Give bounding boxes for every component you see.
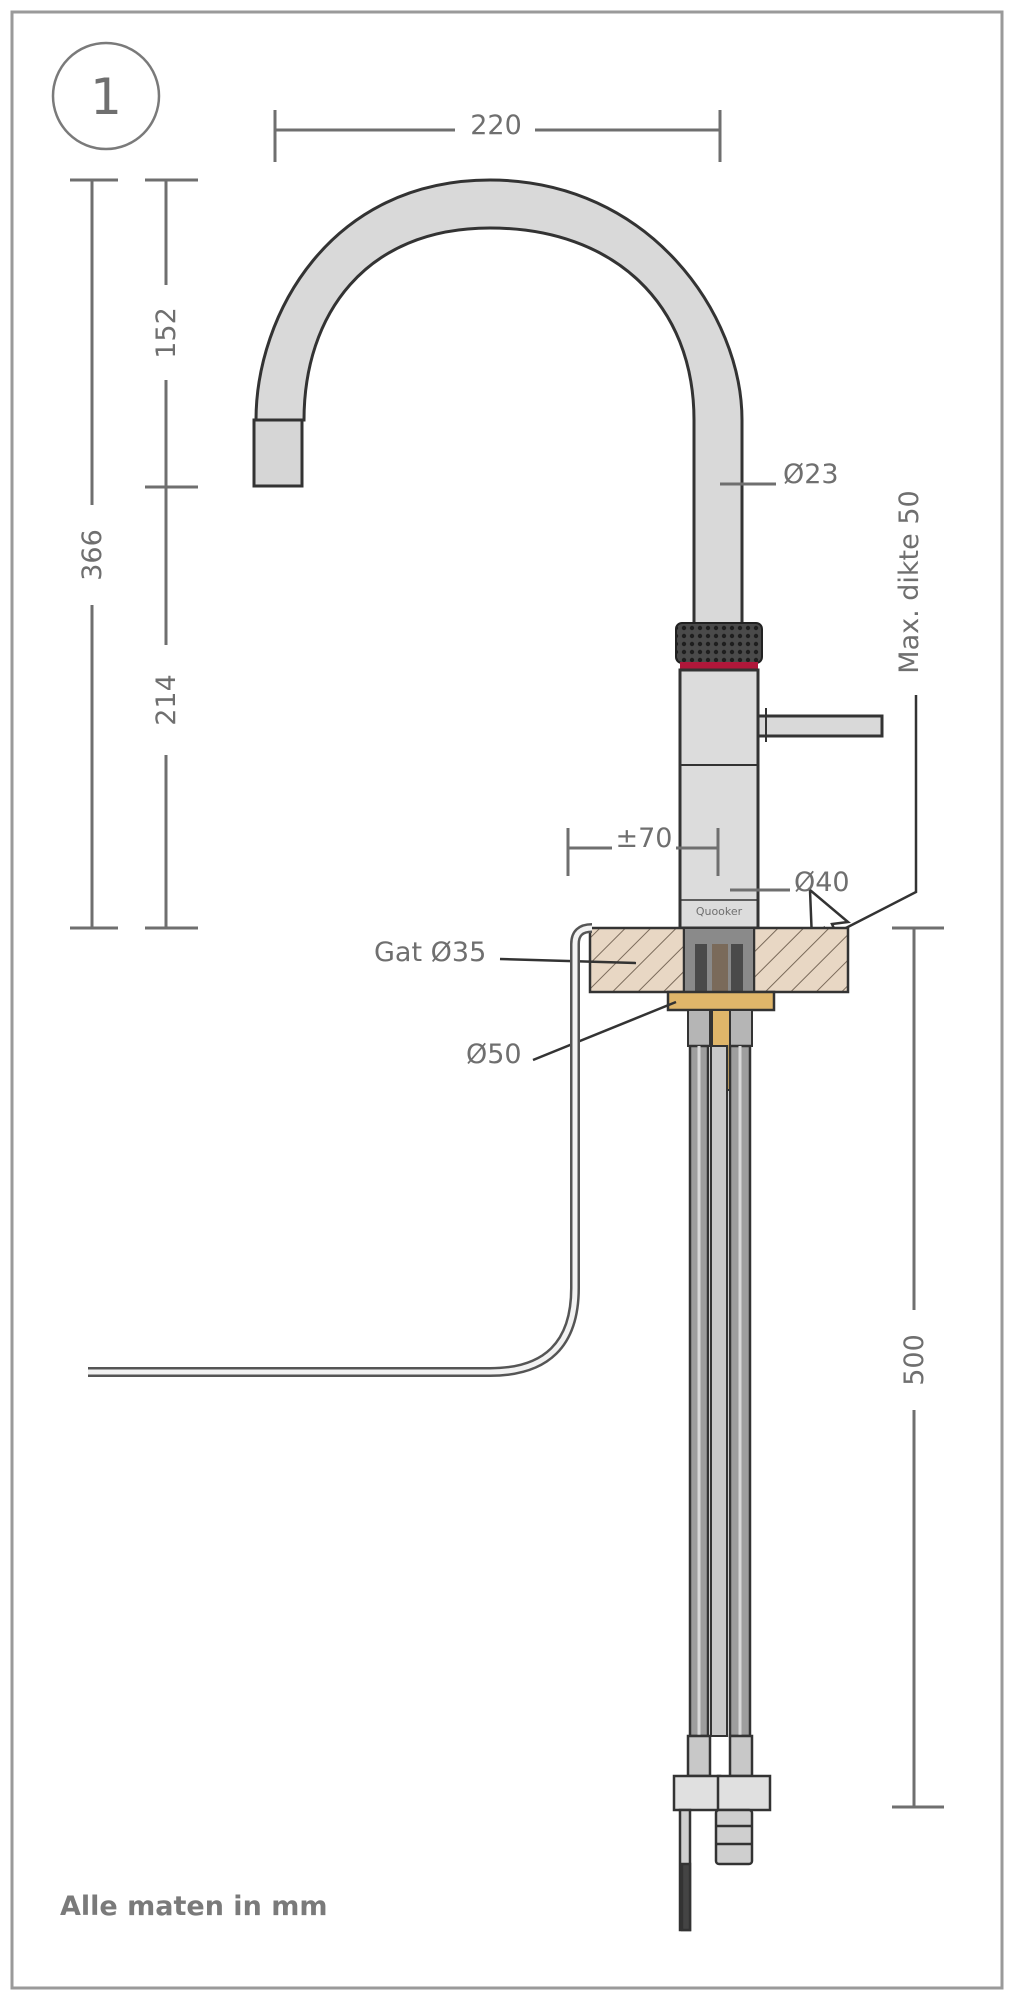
tap-handle [756,714,884,738]
hole-diameter-label: Gat Ø35 [374,937,486,968]
dimension-split-height [145,178,198,930]
dimension-hose-length-label: 500 [899,1334,930,1386]
frame-border [10,10,1004,1990]
dimension-upper-height-label: 152 [151,307,182,359]
units-note: Alle maten in mm [60,1891,327,1922]
step-badge: 1 [51,41,161,151]
supply-hoses [687,1009,753,1738]
body-diameter-label: Ø40 [794,867,850,898]
brand-label: Quooker [696,905,743,918]
dimension-offset [566,828,720,876]
dimension-offset-label: ±70 [616,823,673,854]
dimension-spout-reach-label: 220 [470,110,522,141]
brass-washer [666,990,776,1012]
washer-diameter-label: Ø50 [466,1039,522,1070]
power-cable [88,923,593,1377]
spout-outlet [252,418,304,488]
tap-spout [254,178,744,627]
spout-diameter-label: Ø23 [783,459,839,490]
dimension-lower-height-label: 214 [151,674,182,726]
knurled-ring [675,622,763,664]
red-indicator-ring [680,662,758,670]
washer-diameter-leader [532,1000,677,1062]
hose-fittings [672,1734,772,1932]
countertop-section-left [588,926,686,994]
hole-diameter-leader [499,957,637,965]
countertop-section-right [752,926,850,994]
dimension-hose-length [892,926,944,1809]
max-thickness-leader [841,695,918,932]
dimension-total-height-label: 366 [77,529,108,581]
dimension-total-height [70,178,118,930]
tap-body [678,668,760,930]
max-thickness-label: Max. dikte 50 [894,490,925,673]
step-number: 1 [90,68,122,126]
dimension-spout-reach [273,110,722,162]
